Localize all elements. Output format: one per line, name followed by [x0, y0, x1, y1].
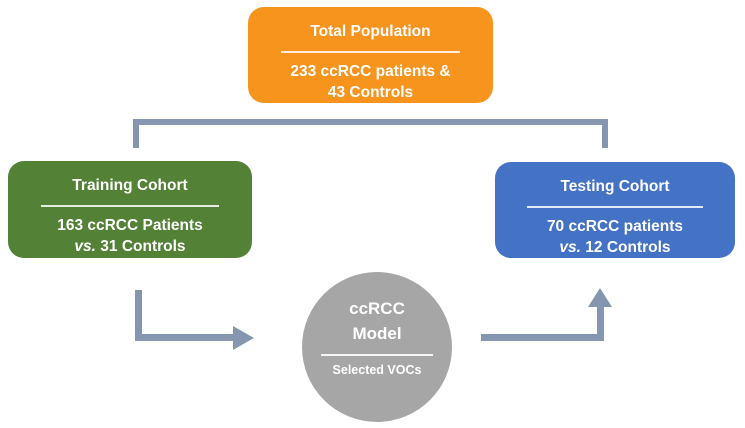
model-title-line1: ccRCC [349, 299, 405, 318]
model-subtitle: Selected VOCs [332, 362, 422, 377]
right-arrowhead-icon [233, 326, 254, 350]
testing-arrow-vertical-segment [597, 306, 604, 341]
testing-cohort-body: 70 ccRCC patients vs. 12 Controls [495, 216, 735, 258]
testing-cohort-vs: vs. [559, 238, 581, 256]
training-cohort-body: 163 ccRCC Patients vs. 31 Controls [8, 215, 252, 257]
total-population-line2: 43 Controls [327, 83, 414, 101]
model-divider [320, 354, 434, 356]
total-population-divider [281, 51, 460, 53]
testing-cohort-title: Testing Cohort [560, 178, 670, 195]
training-cohort-line1: 163 ccRCC Patients [57, 216, 203, 234]
total-population-line1: 233 ccRCC patients & [290, 62, 451, 80]
testing-cohort-box: Testing Cohort 70 ccRCC patients vs. 12 … [495, 162, 735, 258]
training-cohort-box: Training Cohort 163 ccRCC Patients vs. 3… [8, 161, 252, 258]
training-cohort-line2: 31 Controls [95, 237, 186, 255]
testing-cohort-line1: 70 ccRCC patients [546, 217, 684, 235]
up-arrowhead-icon [588, 288, 612, 307]
ccrcc-model-circle: ccRCC Model Selected VOCs [302, 272, 452, 422]
training-arrow-vertical-segment [135, 290, 142, 341]
training-cohort-vs: vs. [74, 237, 96, 255]
model-title-line2: Model [352, 324, 402, 343]
total-population-title: Total Population [310, 23, 431, 40]
total-population-box: Total Population 233 ccRCC patients & 43… [248, 7, 493, 103]
population-split-connector [133, 119, 608, 148]
training-cohort-divider [40, 205, 220, 207]
testing-arrow-horizontal-segment [481, 334, 604, 341]
training-arrow-horizontal-segment [135, 334, 233, 341]
testing-cohort-line2: 12 Controls [580, 238, 671, 256]
testing-cohort-divider [527, 206, 703, 208]
model-title: ccRCC Model [302, 296, 452, 346]
total-population-body: 233 ccRCC patients & 43 Controls [248, 61, 493, 103]
training-cohort-title: Training Cohort [72, 177, 188, 194]
